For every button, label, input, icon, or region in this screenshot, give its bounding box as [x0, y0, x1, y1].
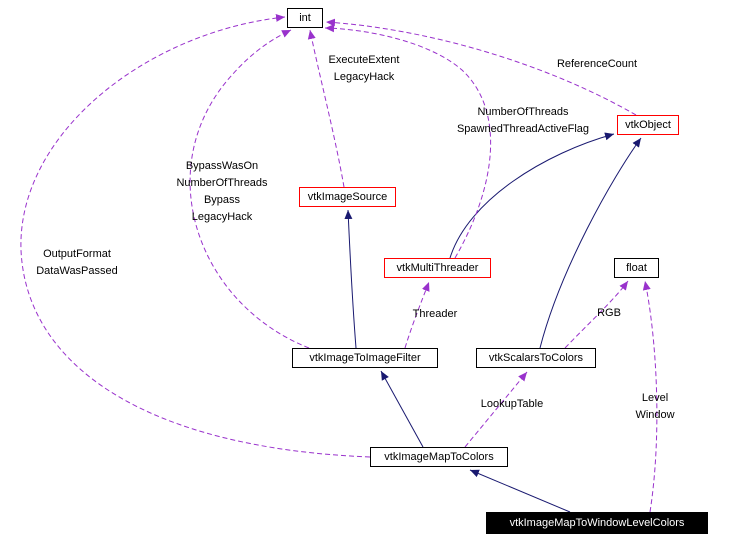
edge-label-output-format: OutputFormat DataWasPassed: [36, 248, 118, 277]
node-float: float: [614, 258, 659, 278]
edge-inheritance-vtkmultithreader-vtkobject: [449, 132, 615, 259]
edge-label-lookup-table: LookupTable: [480, 398, 544, 410]
node-vtkMultiThreader[interactable]: vtkMultiThreader: [384, 258, 491, 278]
edge-label-number-of-threads: NumberOfThreads SpawnedThreadActiveFlag: [456, 106, 590, 135]
edge-label-bypass: BypassWasOn NumberOfThreads Bypass Legac…: [176, 160, 268, 223]
edge-label-threader: Threader: [412, 308, 458, 320]
node-vtkScalarsToColors[interactable]: vtkScalarsToColors: [476, 348, 596, 368]
edge-label-level-window: Level Window: [635, 392, 675, 421]
node-vtkImageMapToColors[interactable]: vtkImageMapToColors: [370, 447, 508, 467]
edge-inheritance-vtkimagemaptocolors-vtkimagetoimagefilter: [380, 370, 424, 448]
node-vtkImageMapToWindowLevelColors: vtkImageMapToWindowLevelColors: [486, 512, 708, 534]
edge-label-execute-extent: ExecuteExtent LegacyHack: [328, 54, 400, 83]
edge-label-reference-count: ReferenceCount: [556, 58, 638, 70]
edge-label-rgb: RGB: [597, 307, 621, 319]
node-int: int: [287, 8, 323, 28]
node-vtkObject[interactable]: vtkObject: [617, 115, 679, 135]
node-vtkImageSource[interactable]: vtkImageSource: [299, 187, 396, 207]
node-vtkImageToImageFilter[interactable]: vtkImageToImageFilter: [292, 348, 438, 368]
edge-inheritance-vtkimagemaptowindowlevelcolors-vtkimagemaptocolors: [469, 469, 571, 513]
edge-inheritance-vtkimagetoimagefilter-vtkimagesource: [344, 209, 357, 349]
